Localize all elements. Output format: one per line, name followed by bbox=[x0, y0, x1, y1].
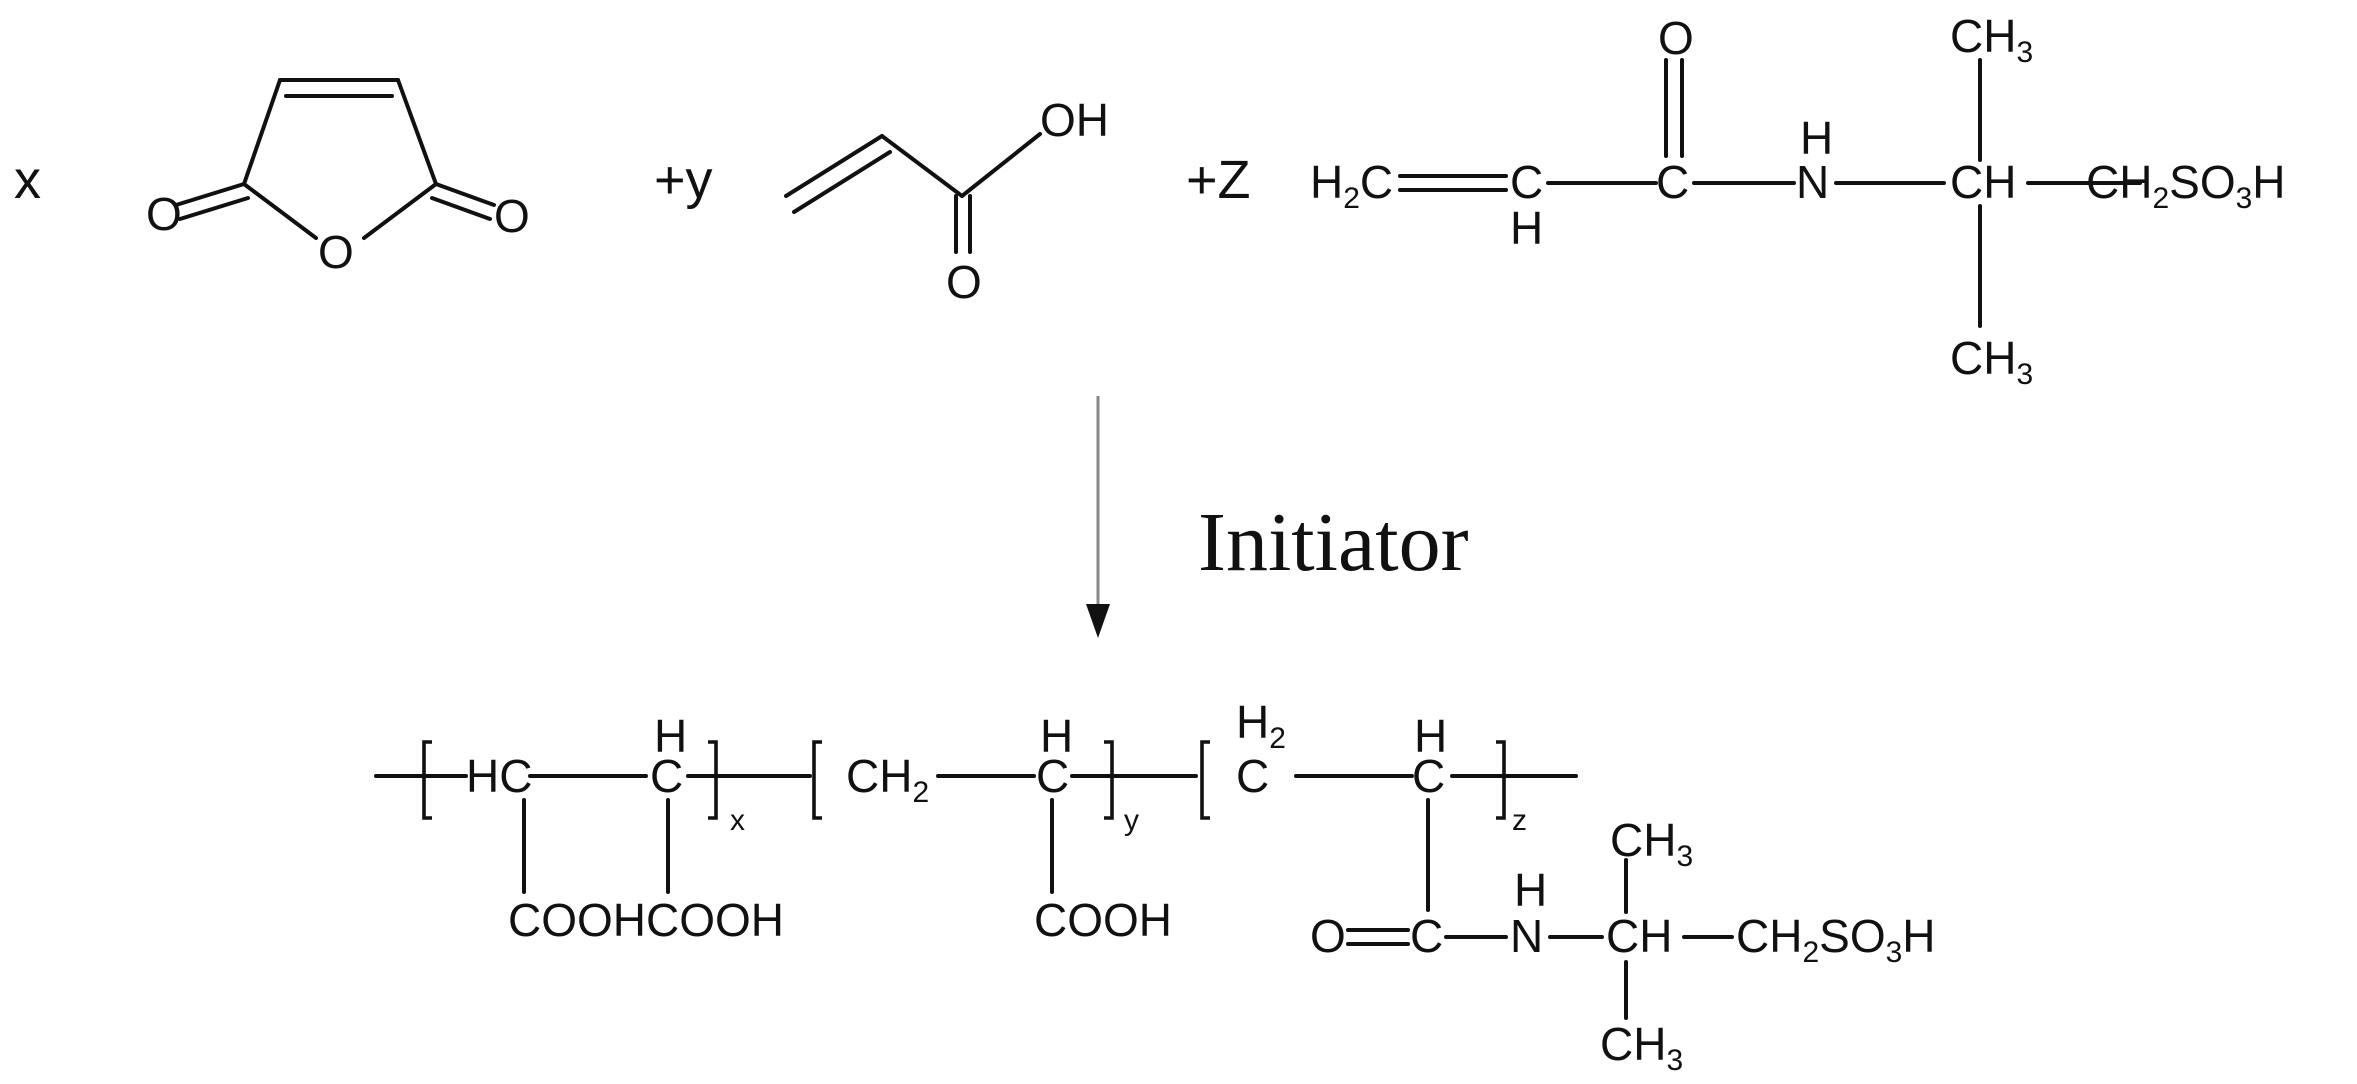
unit1-carboxyl-groups: COOHCOOH bbox=[508, 894, 784, 946]
amps-vinyl-c: C bbox=[1510, 156, 1543, 208]
side-methyl-bottom: CH3 bbox=[1600, 1018, 1683, 1077]
acrylic-acid: OH O bbox=[784, 94, 1109, 308]
amps-carbonyl-o: O bbox=[1658, 12, 1694, 64]
side-amide-h: H bbox=[1514, 864, 1547, 916]
subscript-z: z bbox=[1512, 804, 1527, 837]
coefficient-y: +y bbox=[654, 150, 713, 210]
unit2-carboxyl: COOH bbox=[1034, 894, 1172, 946]
unit3-h: H bbox=[1414, 710, 1447, 762]
coefficient-x: x bbox=[14, 150, 41, 210]
amps-ch2so3h: CH2SO3H bbox=[2086, 156, 2286, 215]
side-amide-n: N bbox=[1510, 910, 1543, 962]
ring-carbonyl-oxygen-left: O bbox=[146, 188, 182, 240]
unit2-c: C bbox=[1036, 750, 1069, 802]
amps-methyl-bottom: CH3 bbox=[1950, 332, 2033, 391]
unit1-h: H bbox=[654, 710, 687, 762]
amps-quaternary-ch: CH bbox=[1950, 156, 2016, 208]
side-carbonyl-o: O bbox=[1310, 910, 1346, 962]
amps-monomer: H2C C H C O H N CH CH3 CH3 CH2SO3H bbox=[1310, 10, 2286, 391]
unit2-h: H bbox=[1040, 710, 1073, 762]
subscript-x: x bbox=[730, 804, 745, 837]
acrylic-hydroxyl: OH bbox=[1040, 94, 1109, 146]
coefficient-z: +Z bbox=[1186, 150, 1251, 210]
maleic-anhydride: O O O bbox=[146, 78, 530, 278]
amps-methyl-top: CH3 bbox=[1950, 10, 2033, 69]
side-carbonyl-c: C bbox=[1410, 910, 1443, 962]
side-methyl-top: CH3 bbox=[1610, 814, 1693, 873]
side-ch2so3h: CH2SO3H bbox=[1736, 910, 1936, 969]
unit1-hc: HC bbox=[466, 750, 532, 802]
side-quaternary-ch: CH bbox=[1606, 910, 1672, 962]
acrylic-carbonyl-oxygen: O bbox=[946, 256, 982, 308]
amps-carbonyl-c: C bbox=[1656, 156, 1689, 208]
subscript-y: y bbox=[1124, 804, 1139, 837]
unit3-c1: C bbox=[1236, 750, 1269, 802]
unit1-c: C bbox=[650, 750, 683, 802]
amps-h2c: H2C bbox=[1310, 156, 1393, 215]
ring-oxygen: O bbox=[318, 226, 354, 278]
amps-amide-n: N bbox=[1796, 156, 1829, 208]
amps-amide-h: H bbox=[1800, 112, 1833, 164]
amps-vinyl-h: H bbox=[1510, 202, 1543, 254]
polymer-product: HC H C x COOHCOOH CH2 H C y COOH H2 C H … bbox=[374, 696, 1936, 1077]
reaction-arrow bbox=[1086, 396, 1110, 638]
ring-carbonyl-oxygen-right: O bbox=[494, 190, 530, 242]
unit3-h2: H2 bbox=[1236, 696, 1286, 755]
unit3-c2: C bbox=[1412, 750, 1445, 802]
unit2-ch2: CH2 bbox=[846, 750, 929, 809]
reaction-condition: Initiator bbox=[1198, 496, 1469, 589]
